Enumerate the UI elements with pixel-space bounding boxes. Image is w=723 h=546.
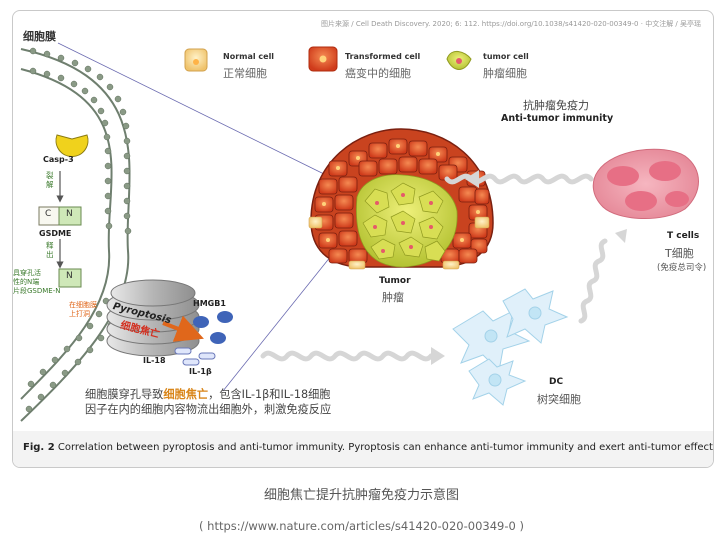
n-fragment-label: N	[66, 271, 73, 281]
tumor-label-en: Tumor	[379, 276, 411, 286]
cleave-label: 裂 解	[46, 171, 54, 189]
caption-bar: Fig. 2 Correlation between pyroptosis an…	[13, 431, 713, 467]
legend-tumor-cn: 肿瘤细胞	[483, 67, 527, 80]
membrane-label: 细胞膜	[23, 30, 56, 43]
dendritic-cells	[452, 288, 569, 406]
t-cells-cluster	[592, 148, 699, 219]
pore-note: 在细胞膜 上打洞	[69, 301, 97, 318]
figure-panel: 图片来源 / Cell Death Discovery. 2020; 6: 11…	[12, 10, 714, 468]
figure-caption: Fig. 2 Correlation between pyroptosis an…	[23, 442, 714, 453]
gsdme-n-box	[58, 206, 82, 226]
gsdme-label: GSDME	[39, 229, 72, 238]
membrane-inner-layer	[20, 68, 113, 400]
dc-label-en: DC	[549, 377, 564, 387]
source-note: 图片来源 / Cell Death Discovery. 2020; 6: 11…	[321, 20, 701, 28]
tcells-label-cn: T细胞	[665, 247, 694, 260]
casp3-shape	[55, 134, 89, 157]
il18-label: IL-18	[143, 356, 166, 365]
tcells-label-en: T cells	[667, 231, 700, 241]
zoom-line-top	[57, 42, 329, 177]
gsdme-n-fragment-box	[58, 268, 82, 288]
legend-transformed-cn: 癌变中的细胞	[345, 67, 411, 80]
anti-tumor-en: Anti-tumor immunity	[501, 113, 614, 124]
caption-label: Fig. 2	[23, 442, 55, 453]
casp3-label: Casp-3	[43, 155, 74, 164]
legend-icons	[184, 46, 472, 72]
summary-line-2: 因子在内的细胞内容物流出细胞外，刺激免疫反应	[85, 403, 332, 416]
legend-transformed-en: Transformed cell	[345, 52, 421, 61]
gsdme-n-label: N	[66, 209, 73, 219]
caption-text: Correlation between pyroptosis and anti-…	[57, 442, 714, 453]
tumor-label-cn: 肿瘤	[382, 291, 404, 304]
legend-normal-cn: 正常细胞	[223, 67, 267, 80]
legend-tumor-en: tumor cell	[483, 52, 529, 61]
membrane-lipid-heads	[25, 47, 132, 413]
hmgb1-label: HMGB1	[193, 299, 226, 308]
figure-illustration	[20, 42, 699, 422]
summary-highlight: 细胞焦亡	[163, 388, 209, 401]
pyroptosis-arrow	[162, 315, 204, 342]
released-molecules	[174, 311, 233, 366]
il1b-label: IL-1β	[189, 367, 212, 376]
source-url[interactable]: ( https://www.nature.com/articles/s41420…	[199, 519, 524, 533]
summary-line-1: 细胞膜穿孔导致细胞焦亡，包含IL-1β和IL-18细胞	[85, 388, 331, 401]
dc-label-cn: 树突细胞	[537, 393, 581, 406]
membrane-outer-layer	[20, 48, 131, 422]
figure-subtitle: 细胞焦亡提升抗肿瘤免疫力示意图	[263, 488, 459, 503]
tcells-note: (免疫总司令)	[657, 263, 707, 273]
tumor-mass	[308, 128, 494, 270]
gsdme-n-note: 具穿孔活 性的N端 片段GSDME-N	[13, 269, 61, 295]
gsdme-c-label: C	[45, 209, 52, 219]
zoom-line-bottom	[222, 240, 344, 392]
anti-tumor-cn: 抗肿瘤免疫力	[523, 99, 589, 112]
release-label: 释 出	[46, 241, 54, 259]
legend-normal-en: Normal cell	[223, 52, 275, 61]
